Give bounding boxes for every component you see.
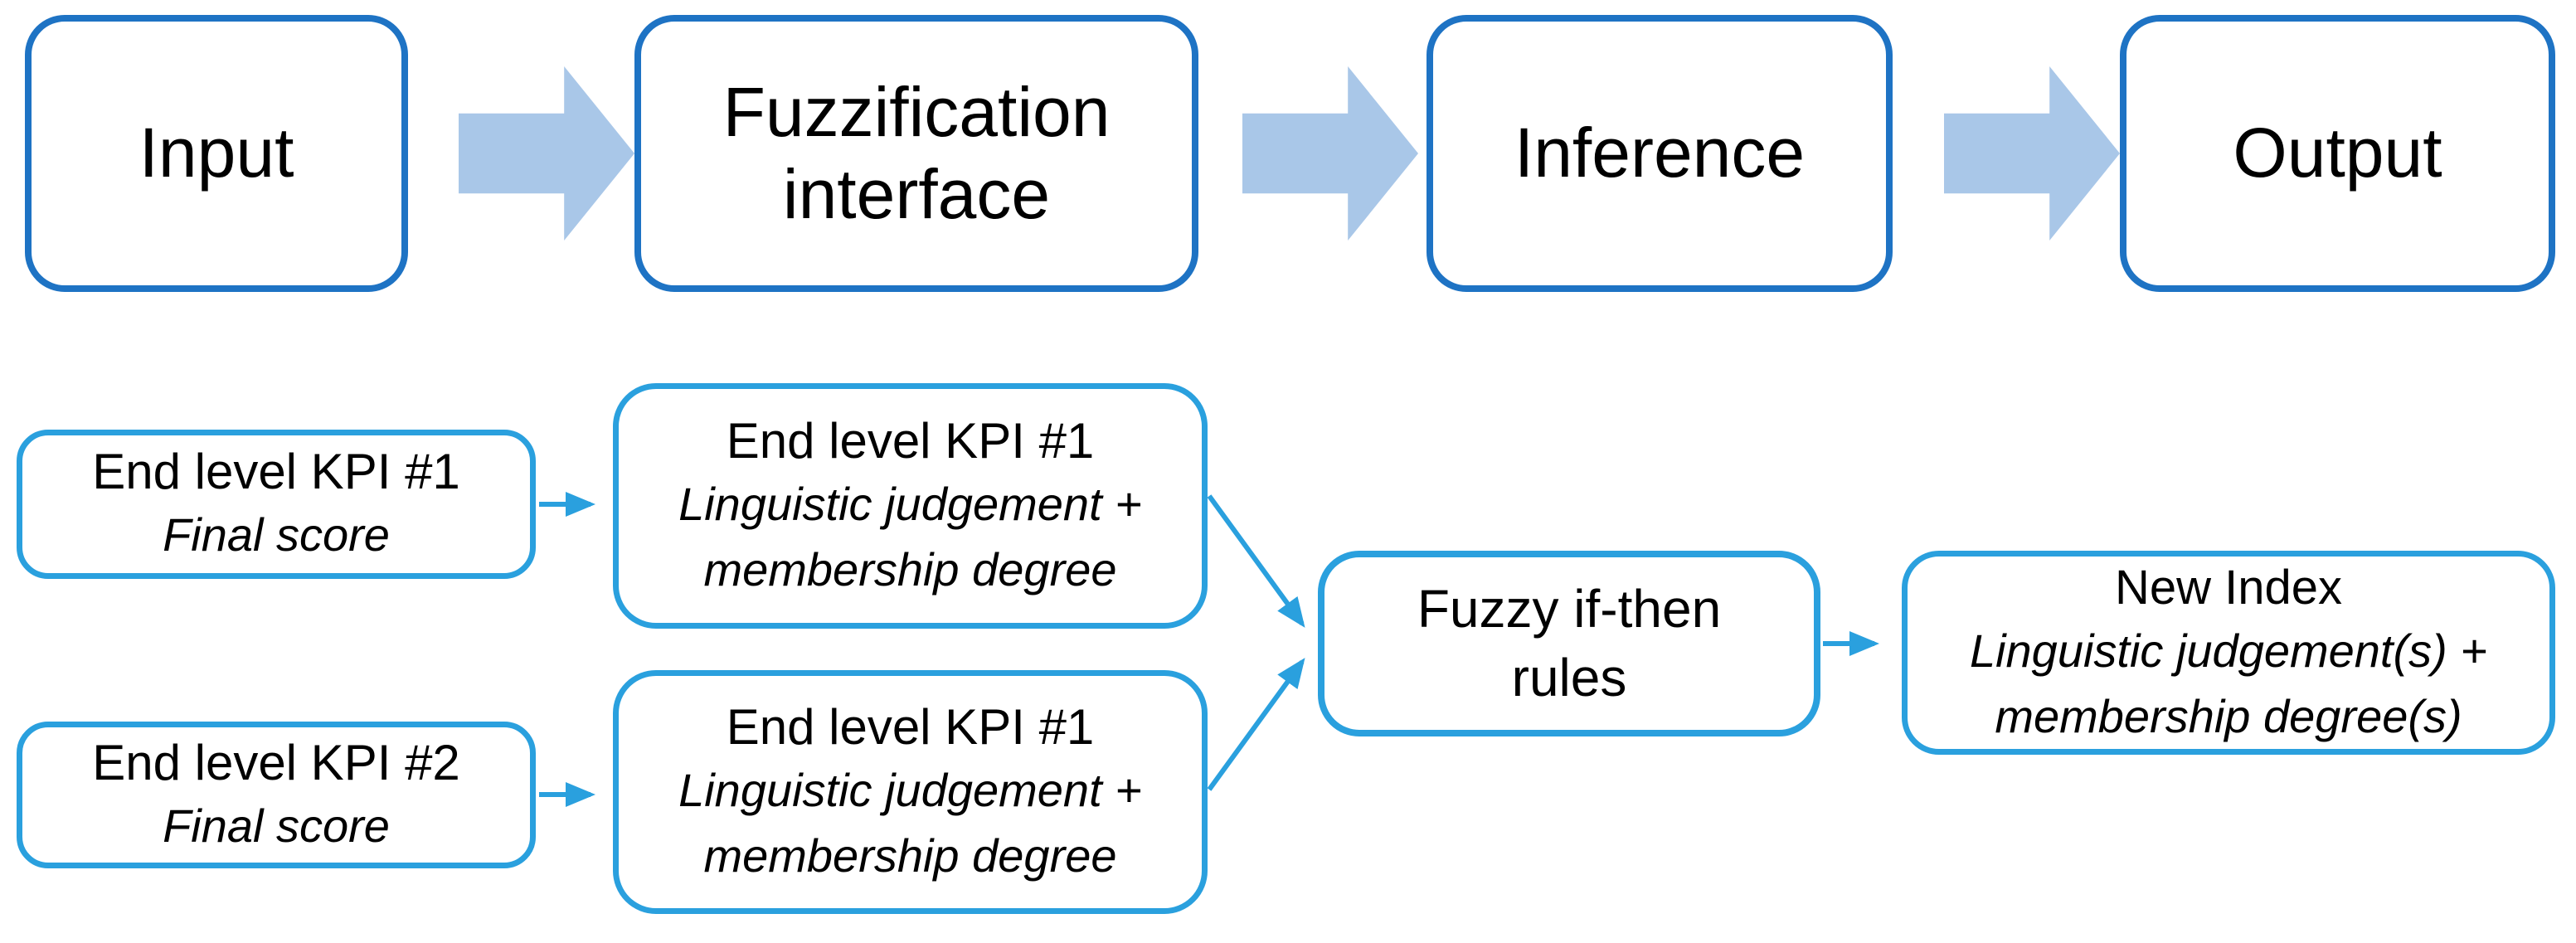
arrow-fuzzified1-to-rules bbox=[1207, 494, 1305, 628]
node-input: Input bbox=[25, 15, 408, 292]
node-fuzzified-kpi2-subtitle-line2: membership degree bbox=[703, 829, 1117, 882]
node-kpi2-title: End level KPI #2 bbox=[92, 734, 460, 790]
node-output: Output bbox=[2120, 15, 2555, 292]
node-fuzzification-label-line1: Fuzzification bbox=[722, 72, 1111, 151]
node-fuzzified-kpi1-subtitle-line2: membership degree bbox=[703, 542, 1117, 595]
node-input-label: Input bbox=[139, 114, 294, 192]
node-rules-label-line2: rules bbox=[1511, 648, 1627, 707]
node-inference: Inference bbox=[1427, 15, 1893, 292]
node-inference-label: Inference bbox=[1514, 114, 1806, 192]
node-kpi1: End level KPI #1 Final score bbox=[17, 430, 536, 579]
node-fuzzification-label-line2: interface bbox=[782, 155, 1051, 233]
node-new-index-subtitle-line1: Linguistic judgement(s) + bbox=[1969, 625, 2488, 678]
flow-arrow-icon bbox=[1944, 66, 2120, 241]
node-fuzzification-interface: Fuzzification interface bbox=[634, 15, 1198, 292]
node-new-index-title: New Index bbox=[2114, 560, 2343, 615]
node-new-index: New Index Linguistic judgement(s) + memb… bbox=[1902, 551, 2555, 755]
flow-arrow-icon bbox=[459, 66, 634, 241]
node-fuzzified-kpi2: End level KPI #1 Linguistic judgement + … bbox=[613, 670, 1208, 914]
node-output-label: Output bbox=[2233, 114, 2442, 192]
node-fuzzified-kpi1: End level KPI #1 Linguistic judgement + … bbox=[613, 383, 1208, 629]
node-fuzzy-if-then-rules: Fuzzy if-then rules bbox=[1318, 551, 1820, 736]
node-kpi2: End level KPI #2 Final score bbox=[17, 722, 536, 868]
flow-arrow-icon bbox=[1242, 66, 1418, 241]
node-fuzzified-kpi2-title: End level KPI #1 bbox=[726, 699, 1095, 756]
node-kpi1-subtitle: Final score bbox=[163, 508, 390, 561]
node-fuzzified-kpi2-subtitle-line1: Linguistic judgement + bbox=[678, 764, 1142, 817]
node-fuzzified-kpi1-title: End level KPI #1 bbox=[726, 413, 1095, 469]
node-kpi2-subtitle: Final score bbox=[163, 799, 390, 852]
node-kpi1-title: End level KPI #1 bbox=[92, 444, 460, 500]
node-rules-label-line1: Fuzzy if-then bbox=[1417, 578, 1722, 639]
arrow-fuzzified2-to-rules bbox=[1207, 658, 1305, 791]
node-new-index-subtitle-line2: membership degree(s) bbox=[1995, 689, 2462, 742]
node-fuzzified-kpi1-subtitle-line1: Linguistic judgement + bbox=[678, 478, 1142, 531]
